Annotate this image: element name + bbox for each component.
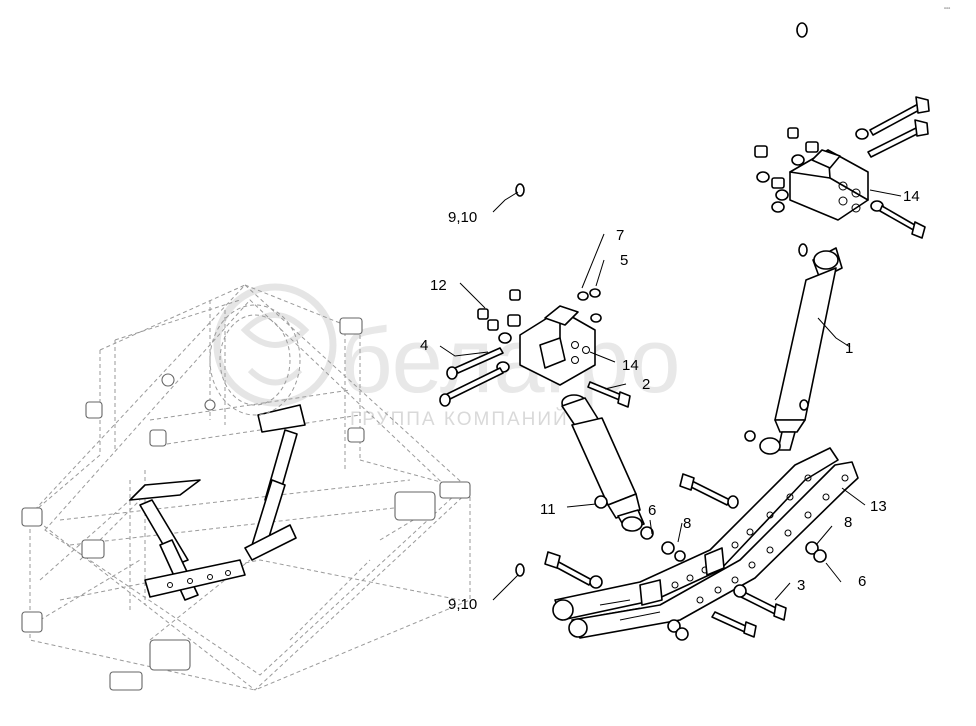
- bracket-assembly-upper: [754, 22, 930, 257]
- callout-12: 12: [430, 277, 447, 294]
- callout-4: 4: [420, 337, 428, 354]
- frame-shock-left: [129, 479, 246, 601]
- callout-1: 1: [845, 340, 853, 357]
- callout-14a: 14: [903, 188, 920, 205]
- frame-shock-right: [244, 404, 306, 561]
- lower-hardware: [515, 183, 827, 641]
- callout-8a: 8: [683, 515, 691, 532]
- watermark-subtitle: ГРУППА КОМПАНИЙ: [350, 408, 569, 430]
- corner-mark: ▫▫▫: [944, 6, 950, 12]
- oring-upper-left: [515, 183, 525, 197]
- oring-top: [796, 22, 808, 38]
- bracket-assembly-middle: [439, 288, 631, 408]
- callout-6b: 6: [858, 573, 866, 590]
- oring-lower: [515, 563, 525, 577]
- callout-9-10-upper: 9,10: [448, 209, 477, 226]
- callout-14b: 14: [622, 357, 639, 374]
- callout-3: 3: [797, 577, 805, 594]
- leader-lines: [439, 189, 902, 601]
- shock-absorber-middle: [561, 394, 645, 532]
- watermark-logo-icon: [213, 283, 337, 407]
- lower-arm-assembly: [552, 447, 859, 639]
- callout-9-10-lower: 9,10: [448, 596, 477, 613]
- callouts: 1 2 3 4 5 6 6 7 8 8 9,10 9,10 11 12 13 1…: [420, 188, 920, 613]
- callout-13: 13: [870, 498, 887, 515]
- shock-absorber-right: [744, 247, 843, 455]
- bolt-long-mid: [867, 119, 929, 158]
- bolt-long-upper: [855, 96, 930, 140]
- frame-assembly: [21, 284, 471, 691]
- callout-6a: 6: [648, 502, 656, 519]
- callout-2: 2: [642, 376, 650, 393]
- callout-5: 5: [620, 252, 628, 269]
- callout-8b: 8: [844, 514, 852, 531]
- callout-11: 11: [540, 501, 556, 518]
- callout-7: 7: [616, 227, 624, 244]
